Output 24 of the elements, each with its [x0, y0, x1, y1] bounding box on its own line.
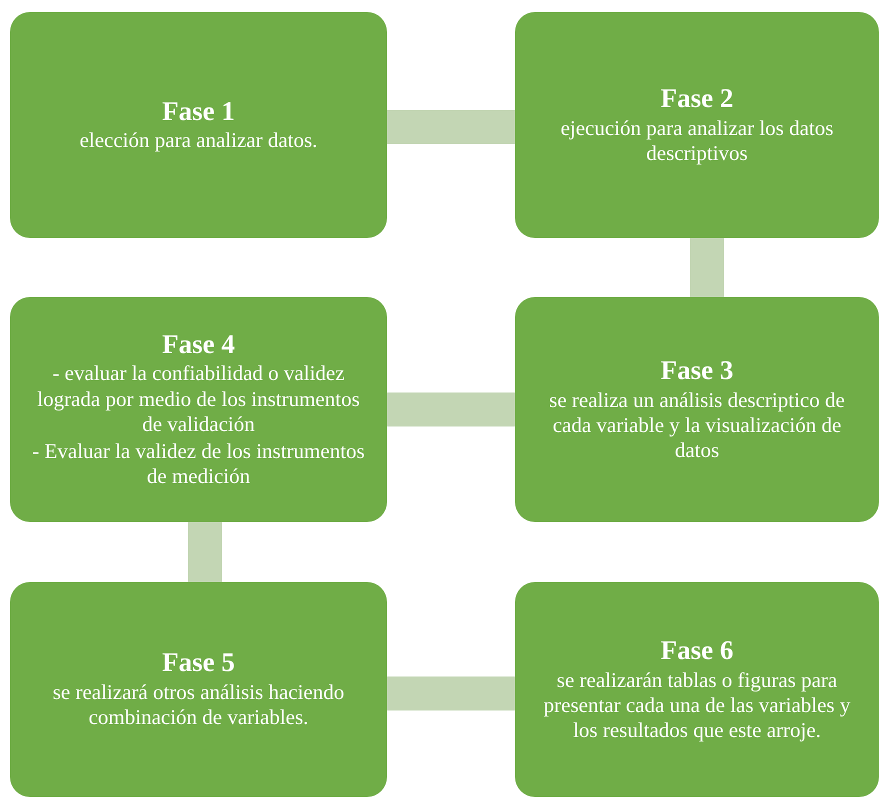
phase-box [10, 297, 387, 522]
phase-title: Fase 6 [660, 636, 734, 666]
phase-title: Fase 5 [162, 648, 235, 678]
connector-bar [387, 676, 515, 710]
phase-box [515, 582, 879, 797]
connector-bar [188, 522, 222, 582]
phase-box [10, 12, 387, 238]
phase-description: elección para analizar datos. [80, 128, 318, 154]
connector-bar [387, 110, 515, 144]
phase-box [515, 12, 879, 238]
phase-description: - Evaluar la validez de los instrumentos de medición [31, 438, 366, 490]
phase-title: Fase 4 [162, 330, 235, 360]
phase-description: se realizarán tablas o figuras para presentar cada una de las variables y los resultados que este arroje. [542, 668, 852, 744]
connector-bar [690, 238, 724, 297]
phase-description: ejecución para analizar los datos descriptivos [560, 116, 834, 166]
phase-description: se realizará otros análisis haciendo combinación de variables. [52, 680, 346, 731]
phase-title: Fase 2 [660, 84, 734, 114]
phase-box [10, 582, 387, 797]
phase-box [515, 297, 879, 522]
phase-description: se realiza un análisis descriptico de cada variable y la visualización de datos [548, 388, 846, 464]
connector-bar [387, 392, 515, 426]
phase-description: - evaluar la confiabilidad o validez lograda por medio de los instrumentos de validación [36, 361, 361, 437]
phase-title: Fase 1 [162, 96, 235, 126]
phase-title: Fase 3 [660, 356, 734, 386]
